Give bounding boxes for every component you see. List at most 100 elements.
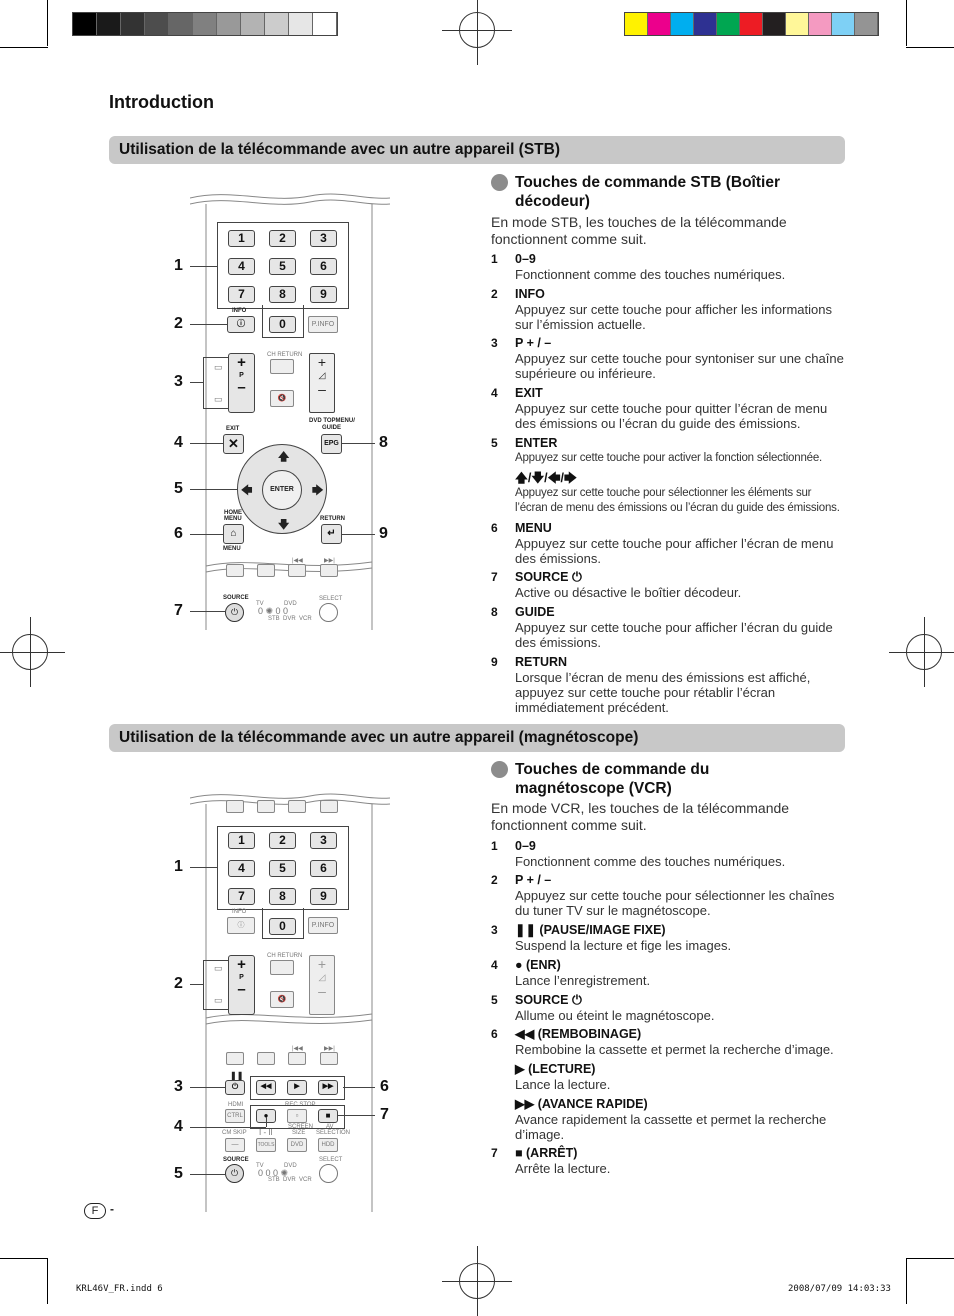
home-label: HOME <box>224 510 242 516</box>
page-section-title: Introduction <box>109 92 214 112</box>
top-key[interactable] <box>288 800 306 813</box>
vcr-digit-key[interactable]: 5 <box>269 860 296 877</box>
ch-return-label: CH RETURN <box>267 953 303 959</box>
p-label: P <box>239 974 244 981</box>
mute-button[interactable]: 🔇 <box>270 390 294 407</box>
enter-button[interactable]: ENTER <box>262 470 302 510</box>
stop-button[interactable]: ■ <box>318 1109 338 1123</box>
tools-button[interactable]: TOOLS <box>256 1138 276 1152</box>
exit-button[interactable]: ✕ <box>223 434 244 454</box>
item-description: Appuyez sur cette touche pour quitter l’… <box>515 401 828 416</box>
top-key[interactable] <box>320 800 338 813</box>
hdmi-ctrl-button[interactable]: CTRL <box>225 1109 245 1123</box>
led-indicators: 0 ✺ 0 0 <box>258 606 289 616</box>
stb-heading-line: décodeur) <box>515 193 590 210</box>
vcr-digit-key[interactable]: 7 <box>228 888 255 905</box>
vcr-digit-key[interactable]: 4 <box>228 860 255 877</box>
hdd-button[interactable]: HDD <box>318 1138 338 1152</box>
left-arrow-icon[interactable]: 🡄 <box>241 485 253 497</box>
pinfo-button[interactable]: P.INFO <box>308 917 338 934</box>
callout-line <box>190 489 238 490</box>
page-language-marker: F <box>84 1203 106 1219</box>
ch-return-button[interactable] <box>270 359 294 374</box>
fast-forward-button[interactable]: ▶▶ <box>318 1080 338 1095</box>
up-arrow-icon[interactable]: 🡅 <box>278 451 290 463</box>
channel-rocker[interactable]: + P – <box>228 353 255 413</box>
source-button[interactable]: ⏻ <box>225 1164 244 1183</box>
right-arrow-icon[interactable]: 🡆 <box>312 485 324 497</box>
top-key[interactable] <box>226 800 244 813</box>
return-button[interactable]: ↵ <box>321 524 342 544</box>
item-number: 6 <box>491 1027 498 1041</box>
color-key[interactable] <box>288 564 306 577</box>
vcr-digit-key[interactable]: 9 <box>310 888 337 905</box>
stb-digit-key[interactable]: 1 <box>228 230 255 247</box>
epg-button[interactable]: EPG <box>321 434 342 454</box>
info-label: INFO <box>232 308 247 314</box>
color-key[interactable] <box>257 564 275 577</box>
pause-still-button[interactable]: ⏻ <box>225 1080 245 1095</box>
vcr-digit-key[interactable]: 3 <box>310 832 337 849</box>
info-button[interactable]: ⓘ <box>227 917 255 934</box>
ab-label: I - II <box>259 1128 273 1137</box>
vcr-digit-key[interactable]: 8 <box>269 888 296 905</box>
callout-line <box>190 266 218 267</box>
stb-digit-key[interactable]: 4 <box>228 258 255 275</box>
home-menu-button[interactable]: ⌂ <box>223 524 244 544</box>
item-number: 9 <box>491 655 498 669</box>
dvd-button[interactable]: DVD <box>287 1138 307 1152</box>
vcr-digit-key[interactable]: 1 <box>228 832 255 849</box>
vcr-label: VCR <box>299 1177 312 1183</box>
item-description: des émissions ou l’écran du guide des ém… <box>515 416 801 431</box>
item-label: 🡅/🡇/🡄/🡆 <box>515 471 577 485</box>
callout-number: 4 <box>174 434 183 451</box>
volume-rocker[interactable]: +◿– <box>309 353 335 413</box>
heading-bullet-icon <box>491 174 508 191</box>
callout-number: 6 <box>380 1078 389 1095</box>
color-key[interactable] <box>226 1052 244 1065</box>
play-button[interactable]: ▶ <box>287 1080 307 1095</box>
stb-digit-key[interactable]: 6 <box>310 258 337 275</box>
color-key[interactable] <box>226 564 244 577</box>
color-key[interactable] <box>320 1052 338 1065</box>
stb-digit-key[interactable]: 9 <box>310 286 337 303</box>
cm-skip-button[interactable]: — <box>225 1138 245 1152</box>
stb-digit-key[interactable]: 2 <box>269 230 296 247</box>
callout-line <box>190 611 226 612</box>
stb-digit-key[interactable]: 0 <box>269 316 296 333</box>
stb-digit-key[interactable]: 3 <box>310 230 337 247</box>
color-key[interactable] <box>320 564 338 577</box>
select-button[interactable] <box>319 1164 338 1183</box>
rec-stop-button[interactable]: ▫ <box>287 1109 307 1123</box>
vcr-digit-key[interactable]: 0 <box>269 918 296 935</box>
info-button[interactable]: ⓘ <box>227 316 255 333</box>
channel-rocker[interactable]: + P – <box>228 955 255 1015</box>
source-button[interactable]: ⏻ <box>225 603 244 622</box>
vcr-item: ▶ (LECTURE)Lance la lecture. <box>491 1062 851 1092</box>
volume-rocker[interactable]: +◿– <box>309 955 335 1015</box>
exit-label: EXIT <box>226 426 240 432</box>
color-key[interactable] <box>288 1052 306 1065</box>
down-arrow-icon[interactable]: 🡇 <box>278 519 290 531</box>
pinfo-button[interactable]: P.INFO <box>308 316 338 333</box>
dvd-label: DVD <box>284 1163 297 1169</box>
p-label: P <box>239 372 244 379</box>
mute-button[interactable]: 🔇 <box>270 991 294 1008</box>
item-label: ■ (ARRÊT) <box>515 1146 578 1160</box>
item-description: Suspend la lecture et fige les images. <box>515 938 732 953</box>
select-button[interactable] <box>319 603 338 622</box>
ch-down-icon: ▭ <box>214 995 223 1005</box>
stb-digit-key[interactable]: 8 <box>269 286 296 303</box>
stb-digit-key[interactable]: 7 <box>228 286 255 303</box>
top-key[interactable] <box>257 800 275 813</box>
stb-digit-key[interactable]: 5 <box>269 258 296 275</box>
vcr-item: 6◀◀ (REMBOBINAGE)Rembobine la cassette e… <box>491 1027 851 1057</box>
item-description: des émissions. <box>515 551 601 566</box>
ch-return-button[interactable] <box>270 960 294 975</box>
vcr-digit-key[interactable]: 2 <box>269 832 296 849</box>
vcr-digit-key[interactable]: 6 <box>310 860 337 877</box>
color-key[interactable] <box>257 1052 275 1065</box>
rewind-button[interactable]: ◀◀ <box>256 1080 276 1095</box>
